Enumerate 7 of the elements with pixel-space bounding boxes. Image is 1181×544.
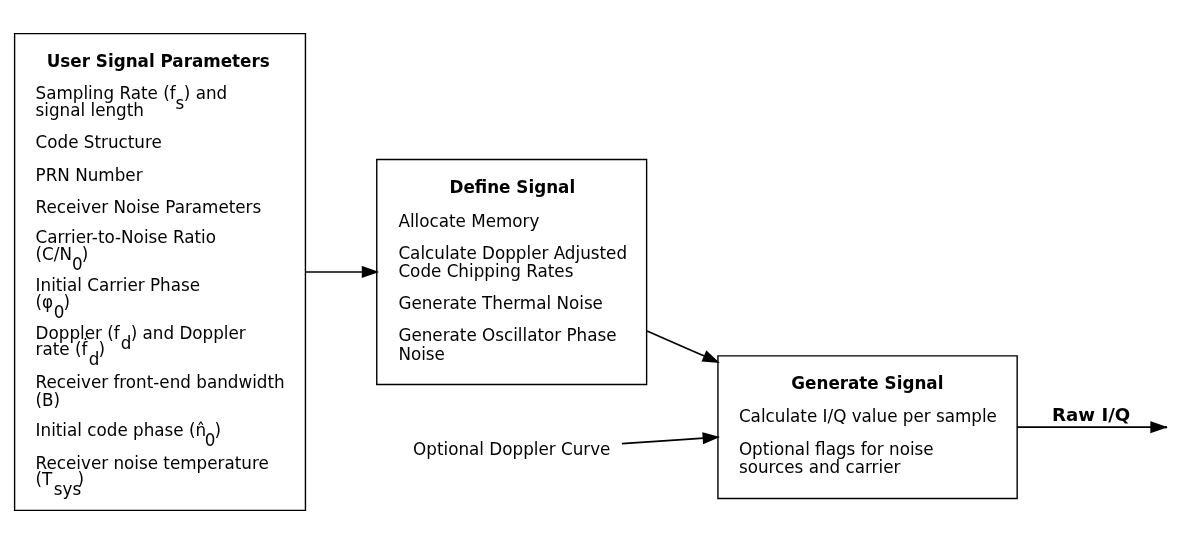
node-box: Define Signal Allocate Memory Calculate Doppler Adjusted Code Chipping Rates Generate Thermal Noise Generate Oscillator Phase Noise — [376, 158, 648, 386]
node-box: Generate Signal Calculate I/Q value per sample Optional flags for noise sources and carrier — [717, 355, 1018, 500]
arrow — [305, 265, 380, 279]
node-text: Optional Doppler Curve — [413, 439, 611, 460]
arrow — [646, 330, 720, 363]
arrow — [621, 432, 720, 445]
edge-label: Raw I/Q — [1052, 403, 1131, 425]
